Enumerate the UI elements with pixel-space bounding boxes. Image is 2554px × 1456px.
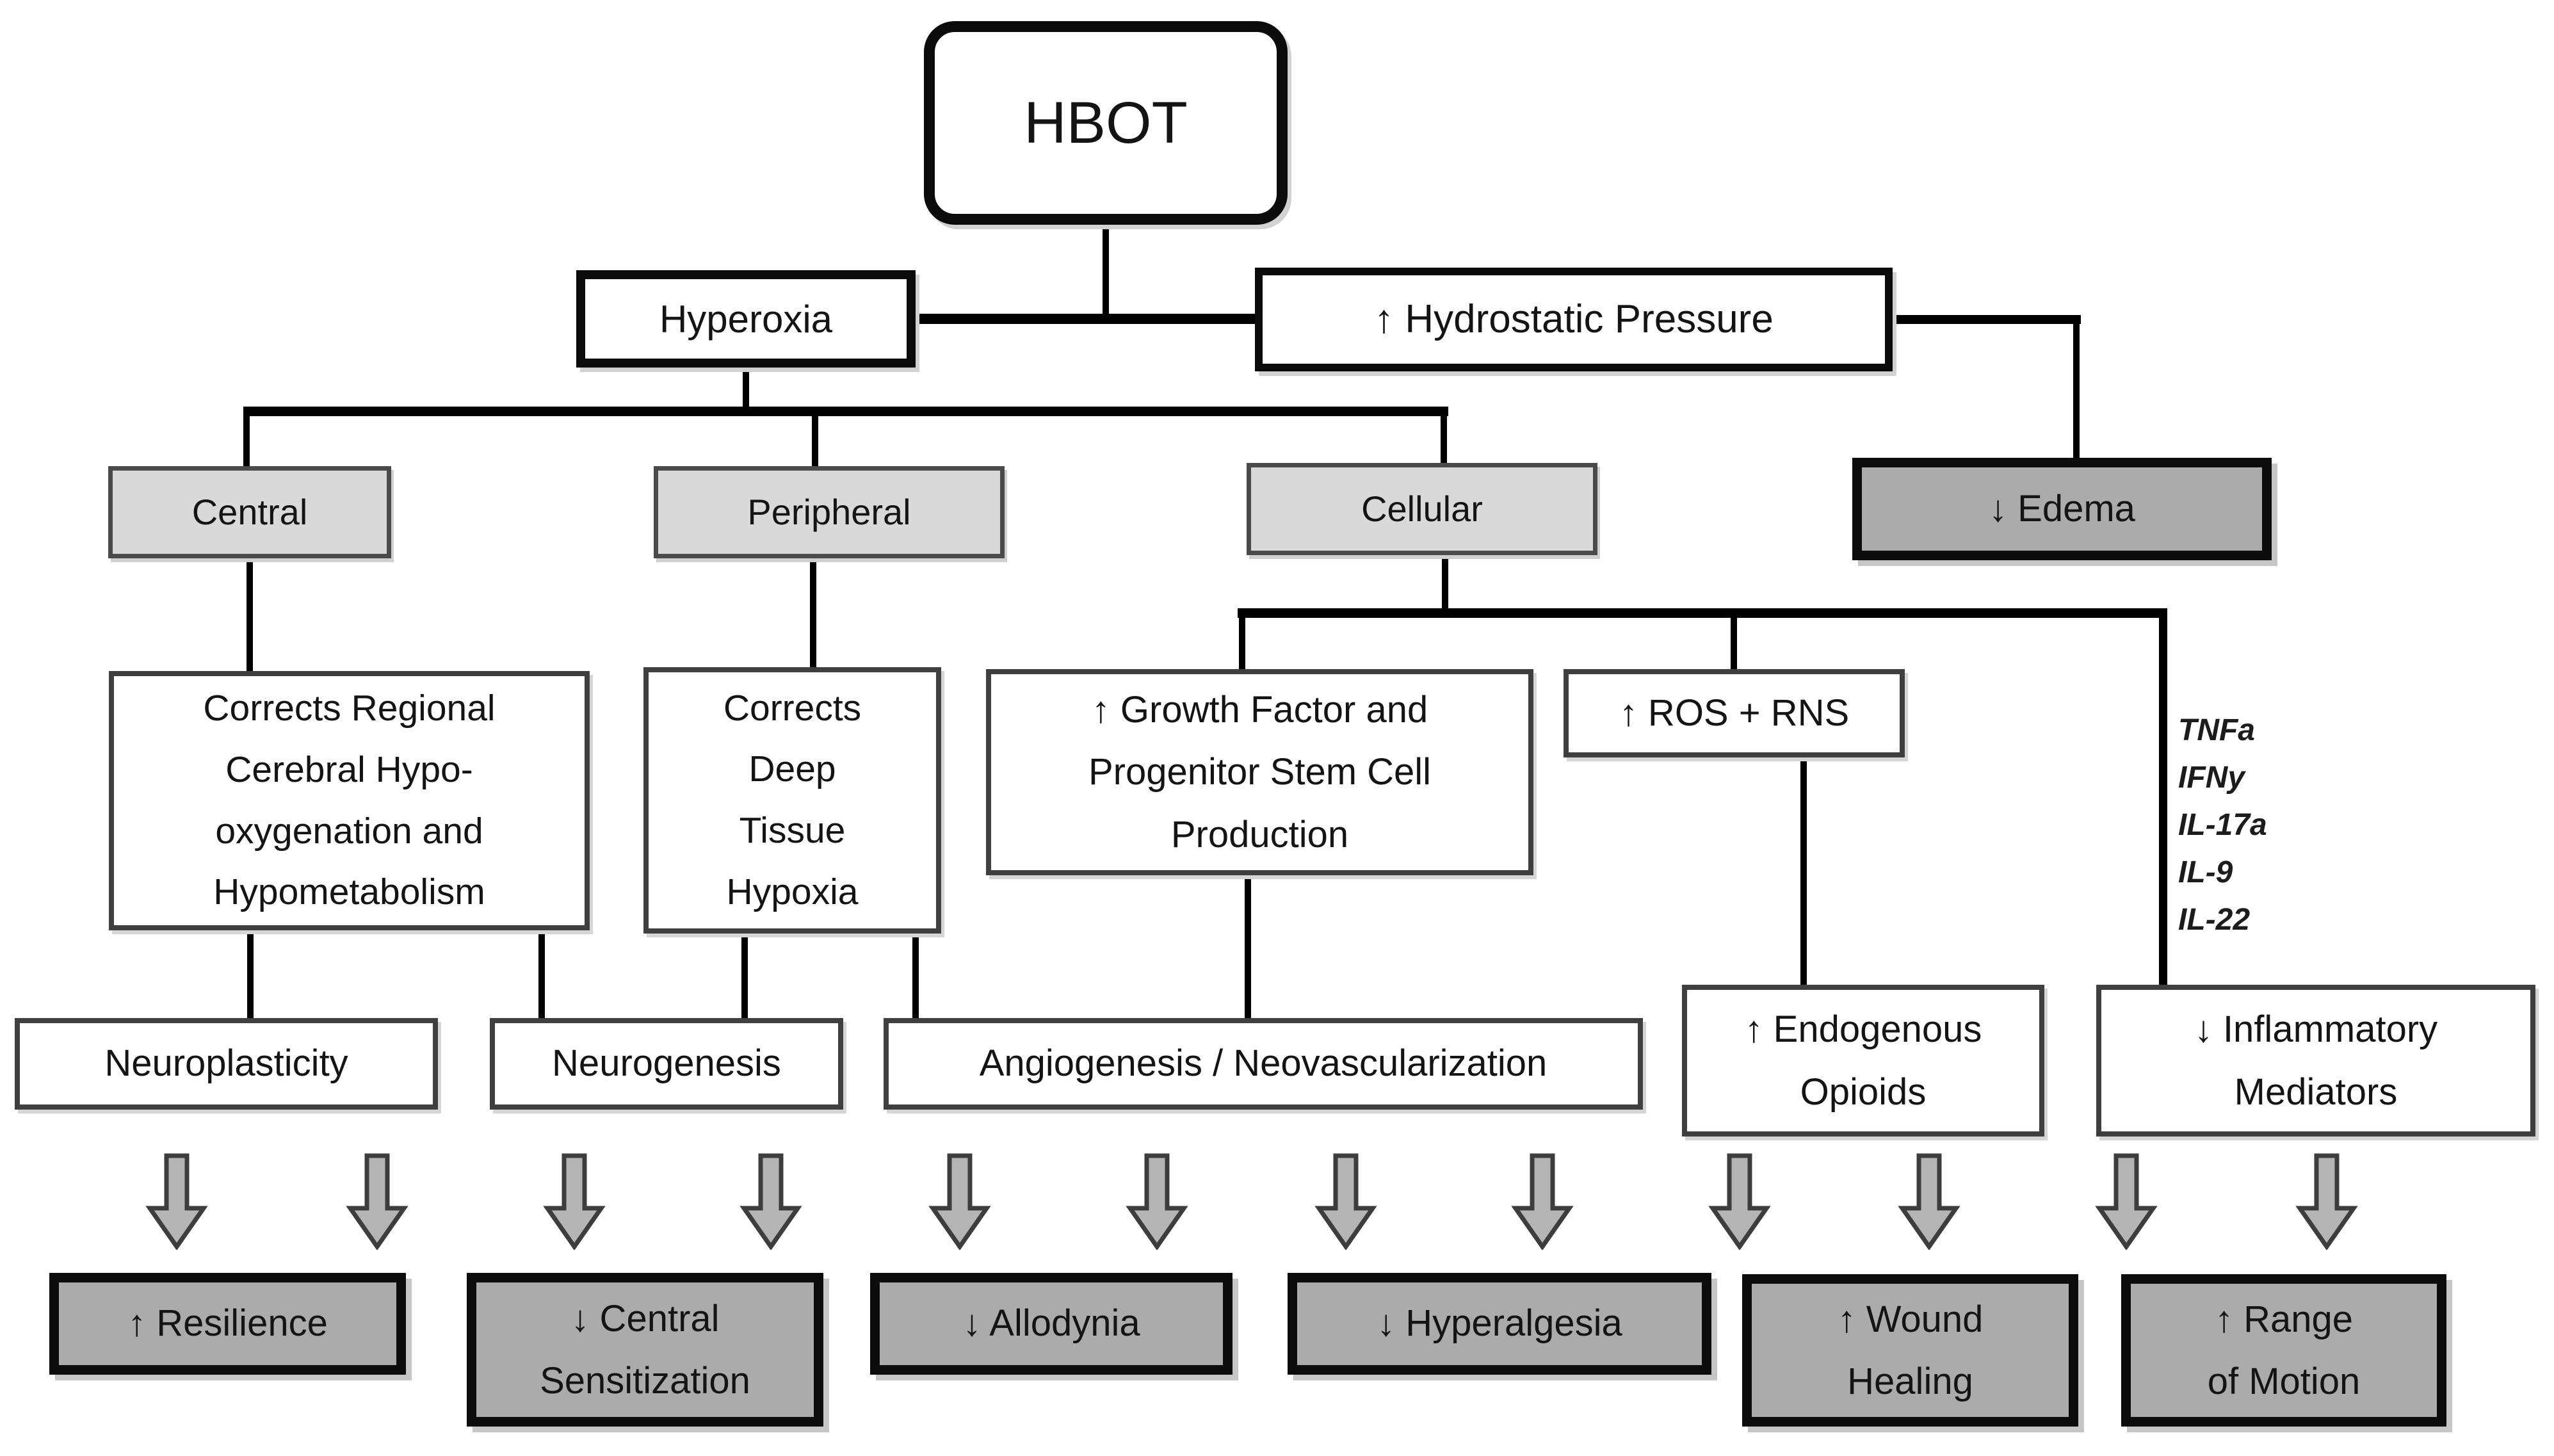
node-hyperoxia: Hyperoxia bbox=[576, 270, 916, 368]
connector-line bbox=[1889, 315, 2081, 324]
connector-line bbox=[247, 927, 254, 1021]
connector-line bbox=[1442, 553, 1448, 613]
node-central-sensitization: ↓ Central Sensitization bbox=[467, 1273, 823, 1427]
down-block-arrow-icon bbox=[346, 1153, 408, 1250]
node-cellular: Cellular bbox=[1247, 463, 1597, 555]
cytokine-item: IL-17a bbox=[2178, 808, 2267, 842]
down-block-arrow-icon bbox=[1511, 1153, 1574, 1250]
node-corrects-regional: Corrects Regional Cerebral Hypo- oxygena… bbox=[109, 671, 590, 930]
connector-line bbox=[243, 407, 250, 471]
cytokine-item: IFNy bbox=[2178, 761, 2245, 795]
connector-line bbox=[810, 556, 816, 672]
node-angiogenesis: Angiogenesis / Neovascularization bbox=[884, 1018, 1643, 1110]
node-growth-factor: ↑ Growth Factor and Progenitor Stem Cell… bbox=[986, 669, 1533, 875]
cytokine-list: TNFa IFNy IL-17a IL-9 IL-22 bbox=[2178, 707, 2370, 944]
node-hbot: HBOT bbox=[924, 21, 1288, 225]
connector-line bbox=[812, 407, 818, 471]
cytokine-item: IL-9 bbox=[2178, 855, 2233, 889]
cytokine-item: TNFa bbox=[2178, 713, 2255, 747]
connector-line bbox=[247, 556, 253, 675]
node-ros-rns: ↑ ROS + RNS bbox=[1564, 669, 1905, 757]
node-resilience: ↑ Resilience bbox=[49, 1273, 406, 1375]
down-block-arrow-icon bbox=[145, 1153, 208, 1250]
down-block-arrow-icon bbox=[2295, 1153, 2358, 1250]
down-block-arrow-icon bbox=[1314, 1153, 1377, 1250]
connector-line bbox=[1441, 407, 1447, 467]
node-wound-healing: ↑ Wound Healing bbox=[1742, 1274, 2078, 1427]
node-hyperalgesia: ↓ Hyperalgesia bbox=[1288, 1273, 1711, 1375]
node-corrects-deep: Corrects Deep Tissue Hypoxia bbox=[643, 667, 941, 934]
down-block-arrow-icon bbox=[1708, 1153, 1771, 1250]
node-edema: ↓ Edema bbox=[1852, 458, 2272, 560]
connector-line bbox=[913, 314, 1259, 324]
down-block-arrow-icon bbox=[1126, 1153, 1188, 1250]
down-block-arrow-icon bbox=[740, 1153, 802, 1250]
node-allodynia: ↓ Allodynia bbox=[870, 1273, 1233, 1375]
node-neurogenesis: Neurogenesis bbox=[490, 1018, 843, 1110]
down-block-arrow-icon bbox=[928, 1153, 991, 1250]
connector-line bbox=[743, 366, 749, 410]
node-inflammatory-mediators: ↓ Inflammatory Mediators bbox=[2096, 985, 2535, 1136]
node-peripheral: Peripheral bbox=[654, 466, 1005, 558]
connector-line bbox=[2159, 608, 2167, 990]
node-neuroplasticity: Neuroplasticity bbox=[15, 1018, 438, 1110]
node-endogenous-opioids: ↑ Endogenous Opioids bbox=[1682, 985, 2044, 1136]
down-block-arrow-icon bbox=[1898, 1153, 1960, 1250]
connector-line bbox=[243, 407, 1448, 416]
connector-line bbox=[912, 925, 919, 1021]
connector-line bbox=[2073, 315, 2080, 461]
connector-line bbox=[1238, 608, 2167, 618]
node-range-of-motion: ↑ Range of Motion bbox=[2121, 1274, 2446, 1427]
node-central: Central bbox=[108, 466, 391, 558]
cytokine-item: IL-22 bbox=[2178, 903, 2251, 937]
connector-line bbox=[538, 927, 545, 1021]
connector-line bbox=[1800, 756, 1807, 988]
connector-line bbox=[741, 925, 748, 1021]
connector-line bbox=[1245, 873, 1251, 1021]
node-hydrostatic-pressure: ↑ Hydrostatic Pressure bbox=[1255, 268, 1893, 371]
connector-line bbox=[1731, 608, 1737, 674]
down-block-arrow-icon bbox=[543, 1153, 606, 1250]
connector-line bbox=[1103, 223, 1109, 324]
down-block-arrow-icon bbox=[2095, 1153, 2158, 1250]
connector-line bbox=[1239, 608, 1245, 674]
